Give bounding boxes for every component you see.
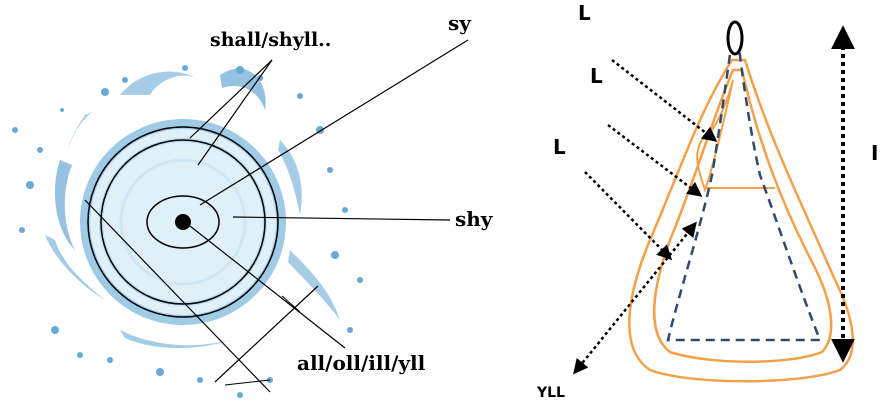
middle-ring xyxy=(100,139,266,305)
arrow-l-top xyxy=(611,59,718,142)
outer-ring xyxy=(87,126,279,318)
pointer-all-1 xyxy=(189,225,346,349)
label-l-top: L xyxy=(578,1,591,25)
label-shy: shy xyxy=(455,207,494,231)
label-l-mid: L xyxy=(590,64,603,88)
tick-2 xyxy=(281,295,301,313)
label-sy: sy xyxy=(448,11,472,35)
pointer-shy xyxy=(232,216,451,221)
pointer-shall-2 xyxy=(197,59,273,166)
top-oval xyxy=(726,20,744,56)
left-diagram: shall/shyll.. sy shy all/oll/ill/yll xyxy=(12,11,494,398)
label-l-low: L xyxy=(553,135,566,159)
label-i: I xyxy=(871,141,878,165)
tick-1 xyxy=(224,379,271,386)
arrow-l-mid xyxy=(607,124,703,197)
arrow-l-low xyxy=(584,171,673,261)
outline-outer xyxy=(628,58,854,383)
outline-inner xyxy=(696,79,734,194)
inner-ring xyxy=(146,195,220,249)
label-all: all/oll/ill/yll xyxy=(297,351,426,375)
water-splash xyxy=(12,65,363,398)
dashed-shape xyxy=(666,38,822,342)
center-dot xyxy=(175,214,191,230)
pointer-sy xyxy=(199,39,469,206)
outline-middle xyxy=(653,68,833,363)
label-shall: shall/shyll.. xyxy=(210,29,331,51)
arrow-yll xyxy=(573,221,697,375)
pointer-all-3 xyxy=(214,285,319,383)
pointer-shall-1 xyxy=(189,59,273,139)
right-diagram: L L L I YLL xyxy=(536,1,878,401)
label-yll: YLL xyxy=(536,385,565,401)
